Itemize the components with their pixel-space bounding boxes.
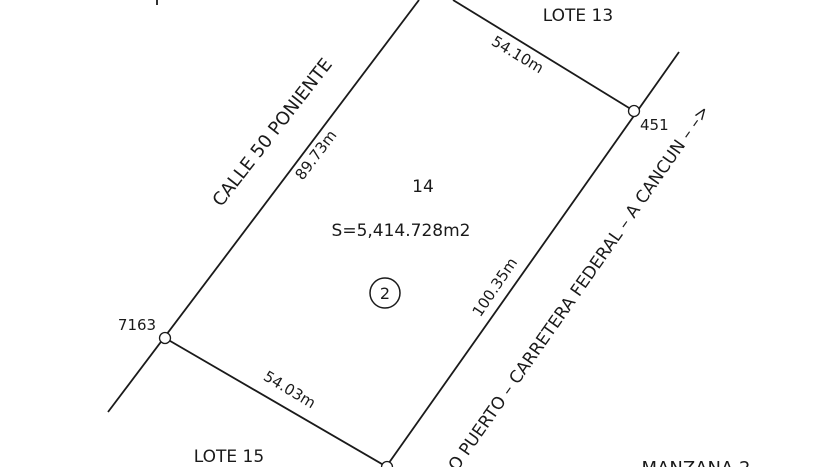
dimension-south: 54.03m [260, 367, 319, 412]
neighbor-south: LOTE 15 [194, 447, 264, 467]
street-west-line [107, 0, 420, 413]
vertex-southwest-marker [158, 331, 172, 345]
block-label: MANZANA 2 [642, 458, 751, 467]
block-circle [369, 277, 401, 309]
boundary-north [452, 0, 635, 112]
vertex-southwest-label: 7163 [118, 316, 156, 334]
street-west-label: CALLE 50 PONIENTE [208, 55, 336, 211]
street-east-line [385, 51, 680, 467]
vertex-northeast-marker [627, 104, 641, 118]
vertex-northeast-label: 451 [640, 116, 669, 134]
lot-number: 14 [412, 177, 434, 197]
vertex-south-marker [380, 460, 394, 467]
neighbor-north: LOTE 13 [543, 6, 613, 26]
lot-area: S=5,414.728m2 [332, 221, 471, 241]
boundary-south [164, 337, 388, 467]
block-number: 2 [380, 284, 390, 303]
